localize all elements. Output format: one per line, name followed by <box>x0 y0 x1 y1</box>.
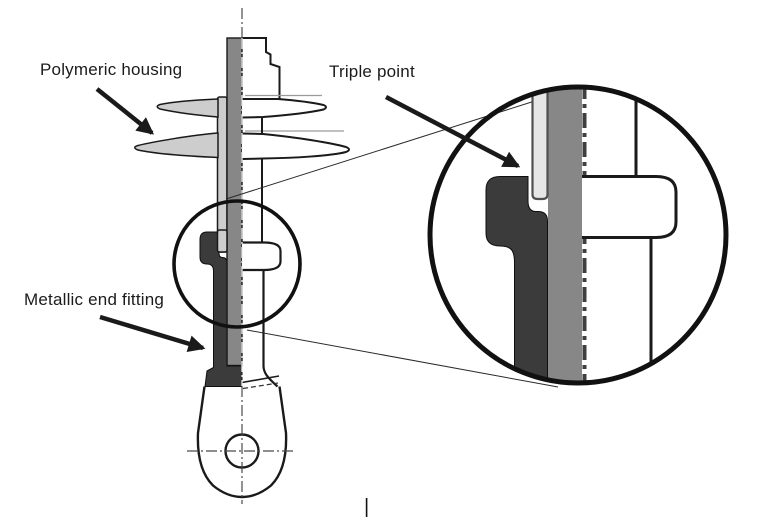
fitting-joint-hidden-line <box>242 382 279 390</box>
polymeric-housing-arrow <box>95 87 155 135</box>
frp-rod-magnified <box>548 87 582 383</box>
label-polymeric-housing: Polymeric housing <box>40 60 183 79</box>
metallic-end-fitting-arrow <box>99 314 206 352</box>
label-triple-point: Triple point <box>329 62 415 81</box>
metallic-end-fitting-magnified <box>485 176 548 383</box>
metallic-end-fitting-section <box>199 231 243 387</box>
housing-sheath-tail <box>216 229 228 253</box>
triple-point-arrow <box>384 95 521 168</box>
stray-vertical-bar-mark: | <box>364 496 370 518</box>
housing-sheath-magnified <box>531 87 549 201</box>
housing-sheath-section <box>216 96 228 253</box>
end-fitting-shank-outline <box>262 270 279 388</box>
magnifier-circle <box>427 84 729 386</box>
weather-shed-upper-left-section <box>156 98 219 118</box>
weather-shed-upper-right <box>241 98 327 119</box>
end-fitting-collar-outline <box>242 241 282 272</box>
label-metallic-end-fitting: Metallic end fitting <box>24 290 165 309</box>
weather-shed-lower-right <box>241 132 350 160</box>
insulator-side-view <box>134 8 350 504</box>
fitting-collar-magnified <box>582 175 678 239</box>
magnified-detail-view <box>427 84 729 386</box>
weather-shed-lower-left-section <box>134 132 219 159</box>
detail-source-circle <box>172 199 302 329</box>
upper-end-fitting-outline <box>242 37 281 99</box>
detail-leader-line-bottom <box>246 329 559 388</box>
fitting-joint-line <box>241 375 280 384</box>
